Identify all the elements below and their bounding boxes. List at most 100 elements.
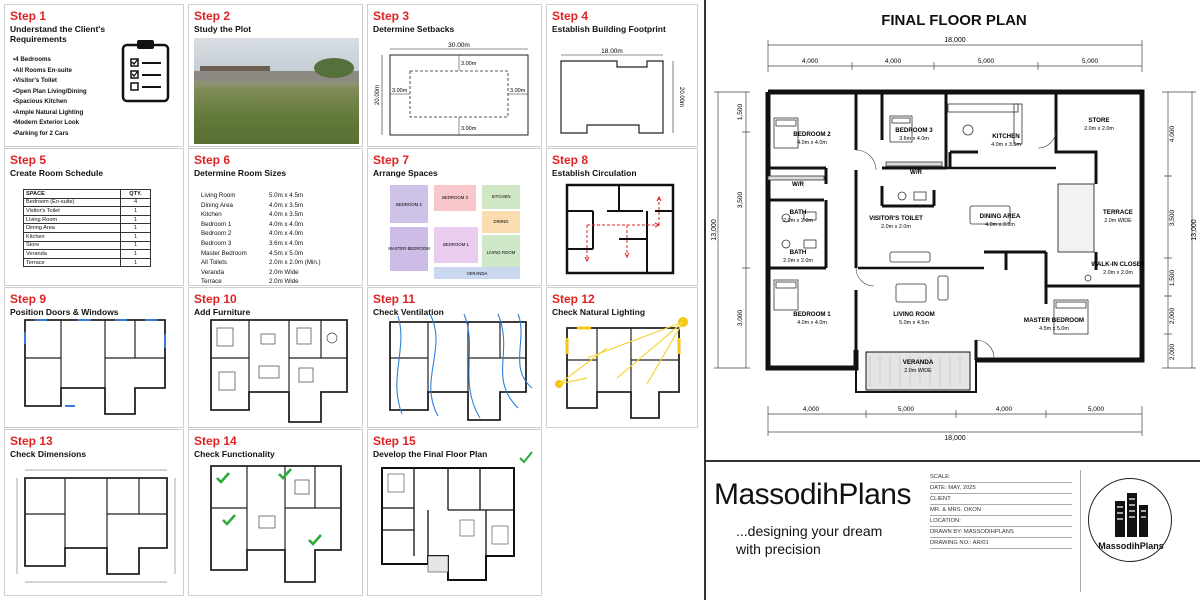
requirement-item: Open Plan Living/Dining (13, 87, 87, 98)
room-size: 5.0m x 4.5m (899, 320, 929, 326)
schedule-cell: 1 (120, 257, 151, 268)
step-title: Establish Building Footprint (552, 24, 666, 34)
step-number: Step 8 (552, 153, 589, 167)
step-title: Establish Circulation (552, 168, 637, 178)
step-title: Check Ventilation (373, 307, 444, 317)
info-client: MR. & MRS. OKON (930, 505, 1072, 516)
block-label: DINING (493, 219, 509, 224)
step-title: Arrange Spaces (373, 168, 438, 178)
step-number: Step 7 (373, 153, 410, 167)
schedule-cell: Kitchen (23, 231, 121, 242)
circulation-diagram (565, 183, 675, 275)
step-title: Determine Room Sizes (194, 168, 287, 178)
brand-name: MassodihPlans (714, 478, 911, 511)
room-size: 4.5m x 5.0m (1039, 326, 1069, 332)
step-title: Understand the Client's Requirements (10, 24, 106, 44)
step-13-card: Step 13 Check Dimensions (4, 429, 184, 596)
schedule-cell: 1 (120, 249, 151, 259)
dim-segment: 2,000 (1169, 307, 1176, 324)
info-date: DATE: MAY, 2025 (930, 483, 1072, 494)
requirement-item: Spacious Kitchen (13, 97, 87, 108)
room-label: WALK-IN CLOSET (1091, 261, 1144, 268)
step-7-card: Step 7 Arrange Spaces BEDROOM 2 BEDROOM … (367, 148, 542, 286)
step-title: Position Doors & Windows (10, 307, 119, 317)
setback-diagram: 30.00m 20.00m 3.00m 3.00m 3.00m 3.00m (375, 42, 529, 136)
info-scale: SCALE: (930, 472, 1072, 483)
step-number: Step 13 (10, 434, 53, 448)
step-10-card: Step 10 Add Furniture (188, 287, 363, 428)
schedule-cell: 1 (120, 231, 151, 242)
schedule-cell: Dining Area (23, 223, 121, 233)
info-drawing-no: DRAWING NO.: AR/01 (930, 538, 1072, 549)
buildings-icon (1115, 493, 1148, 537)
brand-logo: MassodihPlans (1088, 478, 1172, 562)
step-title: Check Dimensions (10, 449, 87, 459)
block-label: BEDROOM 3 (442, 195, 468, 200)
dim-segment: 4,000 (885, 58, 902, 65)
schedule-cell: 4 (120, 197, 151, 208)
step-number: Step 3 (373, 9, 410, 23)
dim-segment: 2,000 (1169, 343, 1176, 360)
dimensions-plan (16, 469, 176, 583)
footprint-diagram: 18.00m 20.00m (560, 48, 684, 134)
step-title: Add Furniture (194, 307, 251, 317)
final-floor-plan: 18,000 4,000 4,000 5,000 5,000 4,000 5,0… (711, 37, 1198, 442)
room-size: 2.0m WIDE (904, 368, 932, 374)
room-label: W/R (792, 181, 805, 188)
tagline-line: ...designing your dream (736, 523, 883, 539)
dim-segment: 5,000 (978, 58, 995, 65)
dim-left-total: 13,000 (711, 219, 718, 241)
step-title: Develop the Final Floor Plan (373, 449, 488, 459)
requirement-item: Modern Exterior Look (13, 118, 87, 129)
dim-segment: 5,000 (1088, 406, 1105, 413)
plot-width-label: 30.00m (448, 42, 470, 49)
plot-depth-label: 20.00m (375, 85, 381, 105)
room-label: BEDROOM 3 (895, 127, 933, 134)
step-4-card: Step 4 Establish Building Footprint 18.0… (546, 4, 698, 147)
room-label: VERANDA (903, 359, 934, 366)
logo-text: MassodihPlans (1098, 541, 1164, 551)
setback-right-label: 3.00m (510, 88, 526, 94)
block-label: LIVING ROOM (487, 250, 516, 255)
setback-bottom-label: 3.00m (461, 126, 477, 132)
block-label: MASTER BEDROOM (388, 246, 430, 251)
brand-tagline: ...designing your dream with precision (736, 522, 882, 558)
room-label: MASTER BEDROOM (1024, 317, 1084, 324)
step-8-card: Step 8 Establish Circulation (546, 148, 698, 286)
step-number: Step 15 (373, 434, 416, 448)
step-number: Step 11 (373, 292, 416, 306)
steps-grid: Step 1 Understand the Client's Requireme… (0, 0, 704, 600)
schedule-header: SPACE (23, 189, 121, 199)
schedule-cell: 1 (120, 223, 151, 233)
step-title: Study the Plot (194, 24, 252, 34)
schedule-cell: Veranda (23, 249, 121, 259)
setback-top-label: 3.00m (461, 61, 477, 67)
setback-left-label: 3.00m (392, 88, 408, 94)
title-block: MassodihPlans ...designing your dream wi… (706, 460, 1200, 600)
room-size: 2.0m x 2.0m (1084, 126, 1114, 132)
step-2-card: Step 2 Study the Plot (188, 4, 363, 147)
room-label: TERRACE (1103, 209, 1133, 216)
step-title: Determine Setbacks (373, 24, 455, 34)
step-1-card: Step 1 Understand the Client's Requireme… (4, 4, 184, 147)
dim-right-total: 13,000 (1191, 219, 1198, 241)
step-9-card: Step 9 Position Doors & Windows (4, 287, 184, 428)
step-12-card: Step 12 Check Natural Lighting (546, 287, 698, 428)
schedule-cell: Terrace (23, 257, 121, 268)
dim-segment: 3,500 (1169, 209, 1176, 226)
room-size: 2.0m x 2.0m (881, 224, 911, 230)
